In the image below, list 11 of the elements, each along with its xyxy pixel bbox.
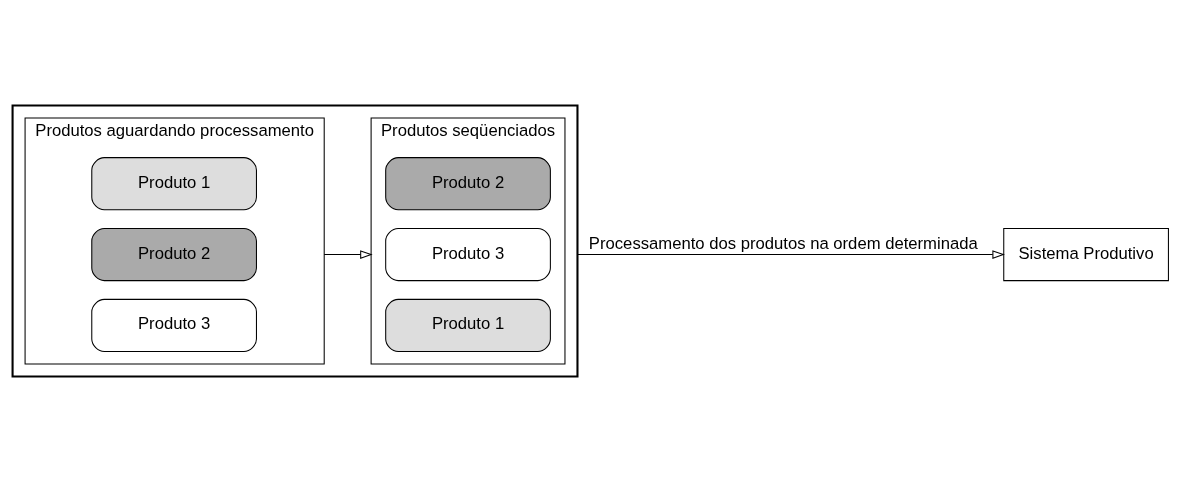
node-box: Produto 1 [385, 298, 551, 352]
node-box: Produto 2 [385, 156, 551, 210]
cluster [11, 103, 579, 378]
node-box: Produto 2 [91, 227, 257, 281]
arrow [576, 249, 1005, 259]
node-box: Produto 3 [91, 298, 257, 352]
node-box: Produto 3 [385, 227, 551, 281]
node-box: Produto 1 [91, 156, 257, 210]
arrow [323, 249, 373, 259]
edge-label: Processamento dos produtos na ordem determinada [588, 233, 978, 253]
node-box: Sistema Produtivo [1003, 227, 1169, 281]
